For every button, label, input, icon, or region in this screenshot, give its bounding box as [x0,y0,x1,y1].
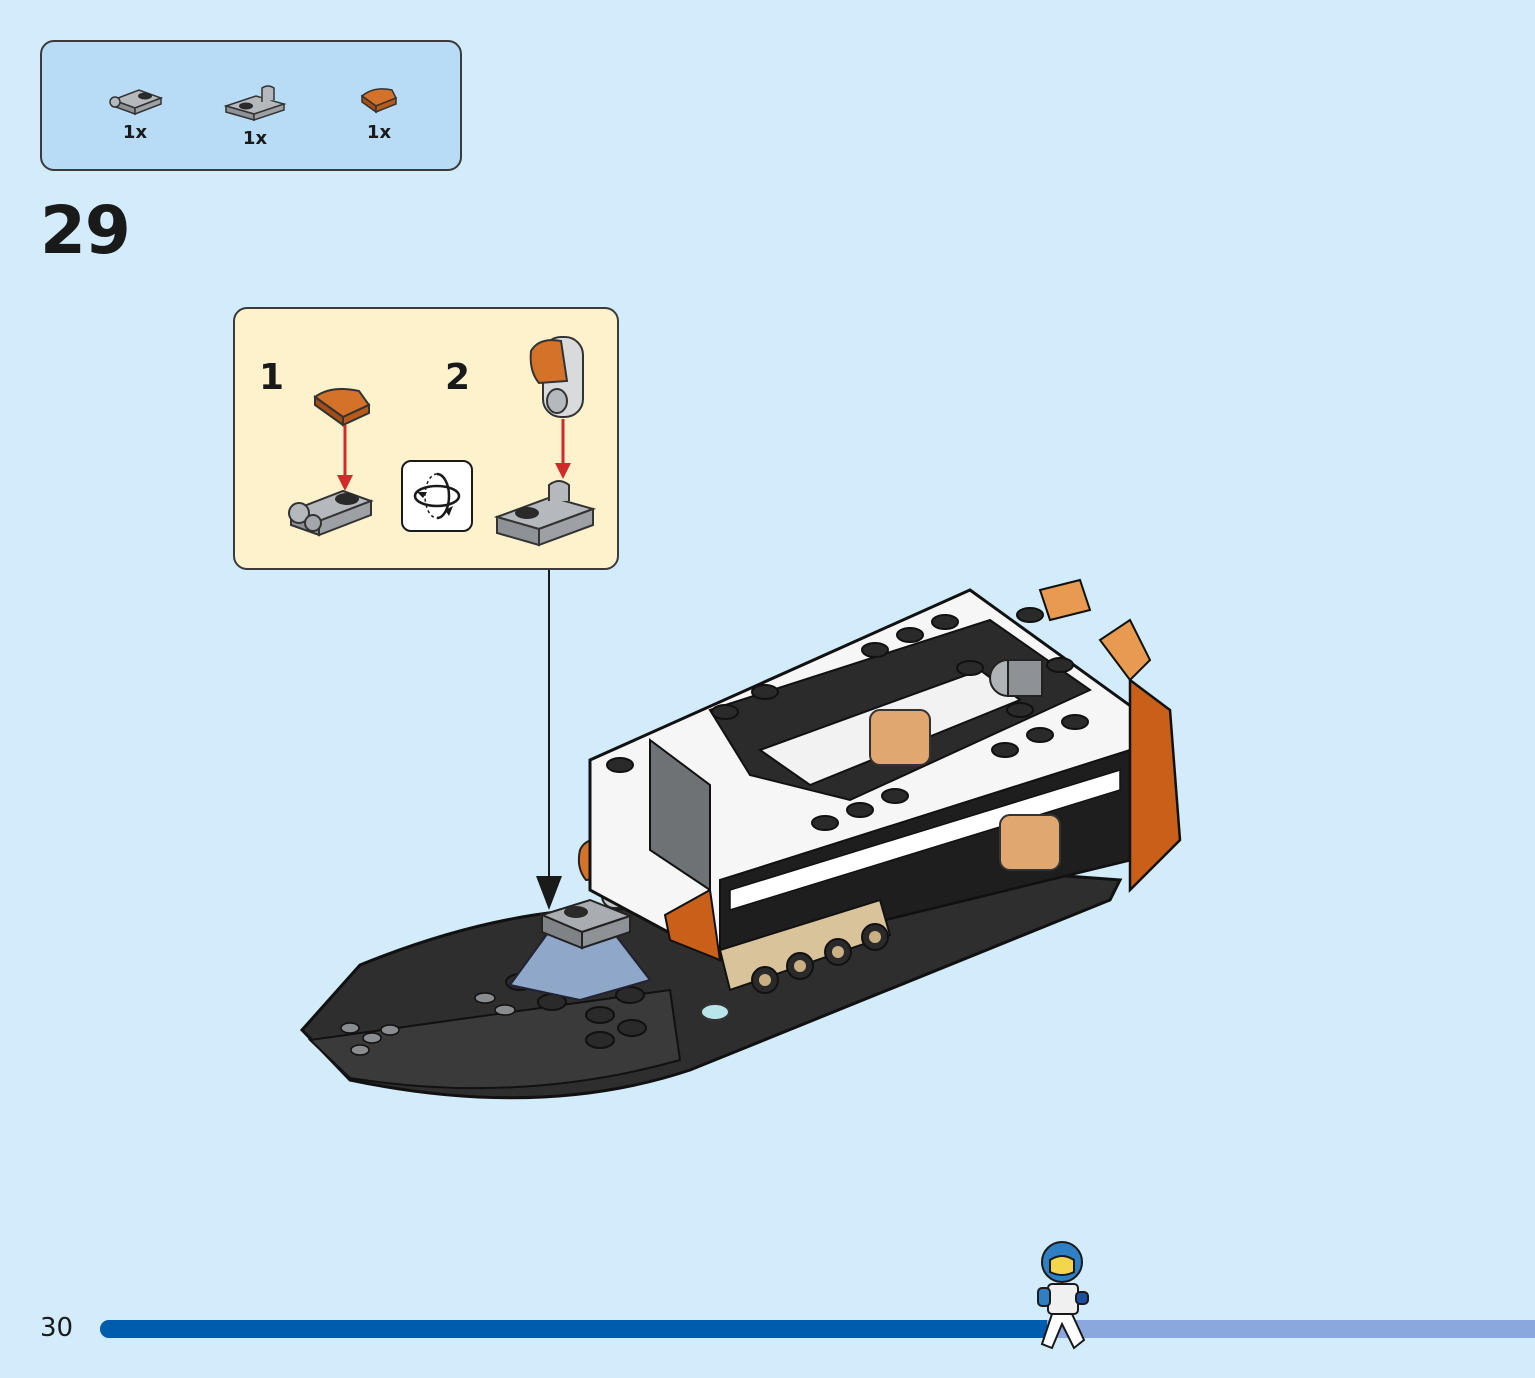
sub-step-1-illustration [288,388,374,537]
sub-step-label: 2 [445,357,471,398]
minifigure-progress-marker-icon [1037,1241,1089,1350]
progress-bar-fill [100,1320,1048,1338]
orange-curved-tile-icon [360,88,398,114]
callout-connector-line [548,570,550,880]
step-number: 29 [40,192,131,269]
part-item: 1x [210,82,300,149]
sub-step-label: 1 [259,357,285,398]
part-item: 1x [334,82,424,143]
page-number: 30 [40,1313,74,1343]
connector-arrow-icon [536,876,562,910]
progress-bar-track [100,1320,1535,1338]
gray-plate-with-clip-vertical-icon [223,85,287,122]
part-quantity: 1x [366,122,392,143]
sub-assembly-callout: 1 2 [233,307,619,570]
part-item: 1x [90,82,180,143]
boat-model-illustration [299,578,1182,1100]
part-quantity: 1x [242,128,268,149]
gray-plate-with-clip-icon [109,89,164,116]
rotate-model-icon [401,460,473,532]
sub-step-2-illustration [493,336,597,547]
part-quantity: 1x [122,122,148,143]
parts-list-box: 1x 1x 1x [40,40,462,171]
